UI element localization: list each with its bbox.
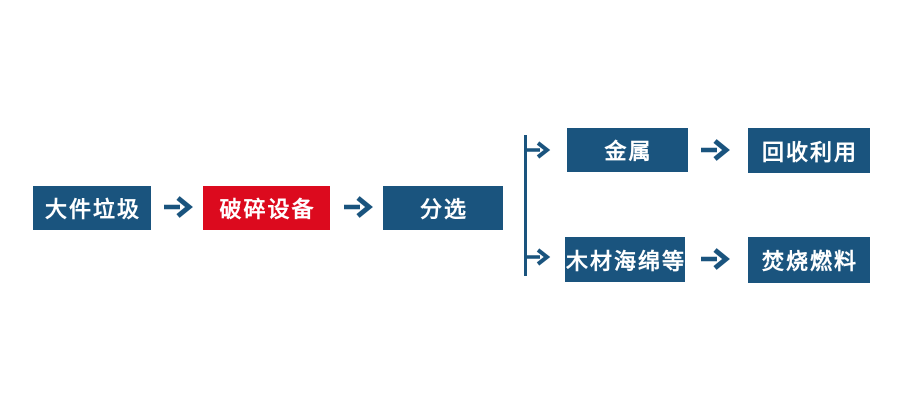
arrow-right-icon — [343, 194, 373, 220]
arrow-right-icon — [700, 137, 730, 163]
node-wood-sponge-etc-label: 木材海绵等 — [566, 248, 687, 274]
node-recycling-label: 回收利用 — [761, 139, 858, 165]
node-wood-sponge-etc: 木材海绵等 — [565, 237, 685, 282]
arrow-right-icon — [700, 246, 730, 272]
node-metal: 金属 — [567, 128, 688, 172]
node-sorting-label: 分选 — [419, 197, 468, 222]
node-crushing-equipment-label: 破碎设备 — [219, 197, 316, 222]
arrow-right-icon — [163, 194, 193, 220]
node-metal-label: 金属 — [604, 139, 653, 164]
node-incineration-fuel: 焚烧燃料 — [748, 237, 870, 283]
node-sorting: 分选 — [383, 186, 503, 230]
node-bulky-waste: 大件垃圾 — [33, 186, 151, 230]
branch-connector — [521, 132, 559, 280]
node-recycling: 回收利用 — [748, 128, 870, 173]
node-crushing-equipment: 破碎设备 — [203, 186, 330, 230]
node-bulky-waste-label: 大件垃圾 — [44, 197, 141, 222]
node-incineration-fuel-label: 焚烧燃料 — [761, 249, 858, 274]
